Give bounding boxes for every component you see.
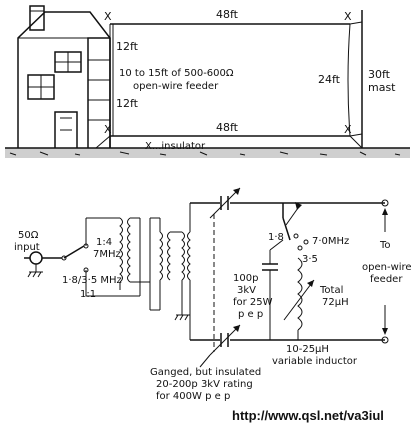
variable-inductor xyxy=(269,239,315,340)
span-height-label: 24ft xyxy=(318,73,341,86)
insulator-mark: X xyxy=(344,123,352,136)
top-length-label: 48ft xyxy=(216,8,239,21)
transformer-2 xyxy=(159,231,163,281)
mast-label: mast xyxy=(368,81,396,94)
output-label-1: To xyxy=(379,240,391,251)
capacitor-label-3: for 25W xyxy=(233,297,273,308)
ganged-note-3: for 400W p e p xyxy=(156,391,230,402)
transformer-1 xyxy=(119,217,123,283)
ganged-capacitor-bottom xyxy=(209,324,241,356)
ground xyxy=(5,147,410,158)
height-upper-label: 12ft xyxy=(116,40,139,53)
source-url: http://www.qsl.net/va3iul xyxy=(232,408,384,423)
capacitor-label-2: 3kV xyxy=(237,285,256,296)
house xyxy=(17,5,111,151)
output-label-2: open-wire xyxy=(362,262,412,273)
tuner-circuit: 50Ω input 1:4 7MHz xyxy=(14,187,412,402)
input-connector xyxy=(29,251,43,265)
switch-pos-7-0: 7·0MHz xyxy=(312,236,349,247)
mast-height-label: 30ft xyxy=(368,68,391,81)
insulator-mark: X xyxy=(104,123,112,136)
capacitor-100p xyxy=(262,250,278,340)
inductor-note-1: 10-25μH xyxy=(286,344,329,355)
capacitor-label-1: 100p xyxy=(233,273,258,284)
feeder-note-line2: open-wire feeder xyxy=(133,81,219,92)
capacitor-label-4: p e p xyxy=(238,309,263,320)
ganged-note-1: Ganged, but insulated xyxy=(150,367,261,378)
ganged-note-2: 20-200p 3kV rating xyxy=(156,379,253,390)
bottom-length-label: 48ft xyxy=(216,121,239,134)
band-switch xyxy=(63,245,85,259)
antenna: X X X X 48ft 48ft 12ft 12ft 24ft 30ft ma… xyxy=(95,8,396,152)
feeder-note-line1: 10 to 15ft of 500-600Ω xyxy=(119,68,234,79)
insulator-note: X...insulator xyxy=(145,141,206,152)
inductor-note-2: variable inductor xyxy=(272,356,358,367)
input-label: input xyxy=(14,242,40,253)
height-lower-label: 12ft xyxy=(116,97,139,110)
balun-ratio: 1:4 xyxy=(96,237,112,248)
transformer-3 xyxy=(181,231,185,281)
switch-pos-1-8: 1·8 xyxy=(268,232,284,243)
total-value: 72μH xyxy=(322,297,349,308)
band-rotary-switch xyxy=(282,202,309,251)
insulator-mark: X xyxy=(344,10,352,23)
output-terminal-bottom xyxy=(381,336,389,344)
switch-pos-3-5: 3·5 xyxy=(302,254,318,265)
low-band-ratio: 1:1 xyxy=(80,289,96,300)
low-band-label: 1·8/3·5 MHz xyxy=(62,275,122,286)
input-label-ohm: 50Ω xyxy=(18,230,39,241)
insulator-mark: X xyxy=(104,10,112,23)
balun-freq: 7MHz xyxy=(93,249,121,260)
output-label-3: feeder xyxy=(370,274,403,285)
ganged-capacitor-top xyxy=(209,187,241,219)
total-label: Total xyxy=(319,285,343,296)
output-terminal-top xyxy=(381,199,389,207)
